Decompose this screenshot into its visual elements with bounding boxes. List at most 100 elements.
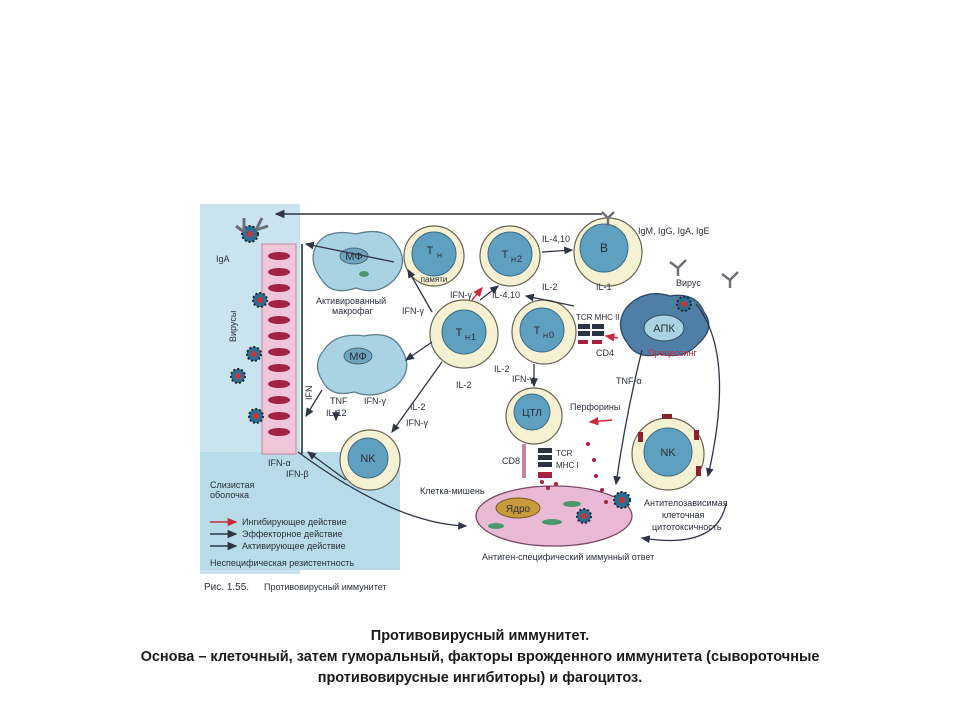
th0-sub2: 0: [549, 330, 554, 340]
caption-line-1: Противовирусный иммунитет.: [370, 628, 590, 644]
th-memory-sub: Н: [437, 253, 442, 260]
label-virus: Вирус: [676, 278, 701, 288]
label-nonspecific: Неспецифическая резистентность: [210, 558, 354, 568]
label-activated-2: макрофаг: [332, 306, 374, 316]
label-il-12: IL-12: [326, 408, 347, 418]
label-ifn-beta: IFN-β: [286, 469, 309, 479]
th2-sub2: 2: [517, 254, 522, 264]
target-nucleus-label: Ядро: [506, 504, 531, 515]
th1-label: Т: [456, 327, 463, 339]
target-cell: [475, 485, 633, 547]
label-adcc-3: цитотоксичность: [652, 522, 722, 532]
phagosome: [359, 271, 369, 277]
th0-sub: Н: [543, 333, 548, 340]
nk-left-label: NK: [360, 453, 376, 465]
virus-antibodies: [669, 259, 739, 288]
cell-label-mf-top: МФ: [345, 251, 362, 263]
b-label: В: [600, 241, 608, 255]
label-mucosa-1: Слизистая: [210, 480, 254, 490]
label-ifn-gamma-3: IFN-γ: [512, 374, 534, 384]
ctl-label: ЦТЛ: [522, 408, 542, 419]
nk-right-label: NK: [660, 447, 676, 459]
legend-activating: Активирующее действие: [242, 541, 346, 551]
label-il-4-10-b: IL-4,10: [492, 290, 520, 300]
label-ifn-gamma-5: IFN-γ: [406, 418, 428, 428]
label-ifn-gamma-1: IFN-γ: [450, 290, 472, 300]
th2-nucleus: [487, 231, 533, 277]
label-mhc-i: MHC I: [556, 461, 579, 470]
label-adcc-2: клеточная: [662, 510, 704, 520]
label-viruses: Вирусы: [228, 311, 238, 342]
th0-nucleus: [519, 307, 565, 353]
label-ig-classes: IgM, IgG, IgA, IgE: [638, 226, 710, 236]
target-virus: [576, 508, 592, 524]
th1-sub2: 1: [471, 332, 476, 342]
label-activated-1: Активированный: [316, 296, 386, 306]
nk-right-receptors: [638, 414, 701, 476]
label-il-4-10-a: IL-4,10: [542, 234, 570, 244]
label-ifn-gamma-2: IFN-γ: [402, 306, 424, 316]
label-processing: Процессинг: [648, 348, 698, 358]
th0-label: Т: [534, 325, 541, 337]
fig-caption-num: Рис. 1.55.: [204, 582, 249, 593]
label-il-2-b: IL-2: [494, 364, 510, 374]
macrophage-mid-nucleus: [343, 347, 373, 365]
label-adcc-1: Антителозависимая: [644, 498, 728, 508]
label-cd4: CD4: [596, 348, 614, 358]
label-il-2-c: IL-2: [456, 380, 472, 390]
label-ifn-vertical: IFN: [304, 386, 314, 401]
perforin-dots: [540, 442, 608, 504]
target-nucleus: [495, 497, 541, 519]
legend-effector: Эффекторное действие: [242, 529, 343, 539]
target-virus-2: [613, 491, 631, 509]
effect-arrows: [297, 241, 727, 544]
apk-label: АПК: [653, 323, 675, 335]
fig-caption-text: Противовирусный иммунитет: [264, 582, 387, 592]
label-antigen-specific: Антиген-специфический иммунный ответ: [482, 552, 654, 562]
label-tnf-alpha: TNF-α: [616, 376, 642, 386]
th1-nucleus: [441, 309, 487, 355]
th-memory-label: Т: [427, 245, 434, 257]
macrophage-middle: [316, 333, 408, 396]
nk-right-nucleus: [643, 427, 693, 477]
immune-diagram-figure: МФ Т Н памяти Т Н 2 В Т Н 1 Т Н 0 АПК: [196, 204, 756, 598]
apk-virus: [676, 296, 692, 312]
th2-label: Т: [502, 249, 509, 261]
legend-inhibiting: Ингибирующее действие: [242, 517, 347, 527]
caption-line-2: Основа – клеточный, затем гуморальный, ф…: [140, 649, 820, 665]
diagram-labels: IgA Вирусы Активированный макрофаг IFN-γ…: [210, 226, 728, 568]
label-il-1: IL-1: [596, 282, 612, 292]
target-organelles: [488, 501, 581, 529]
label-il-2-d: IL-2: [410, 402, 426, 412]
legend: Ингибирующее действие Эффекторное действ…: [210, 517, 347, 551]
label-mucosa-2: оболочка: [210, 490, 249, 500]
b-nucleus: [579, 223, 629, 273]
slide-caption: Противовирусный иммунитет. Основа – клет…: [60, 626, 900, 689]
th1-sub: Н: [465, 335, 470, 342]
label-ifn-gamma-4: IFN-γ: [364, 396, 386, 406]
th-memory-nucleus: [411, 231, 457, 277]
virus-particles: [230, 225, 268, 424]
th2-sub: Н: [511, 257, 516, 264]
immune-diagram-svg: МФ Т Н памяти Т Н 2 В Т Н 1 Т Н 0 АПК: [200, 204, 739, 593]
b-antibody: [601, 211, 615, 226]
label-tnf: TNF: [330, 396, 348, 406]
inhibit-arrows: [471, 286, 619, 426]
label-cd8: CD8: [502, 456, 520, 466]
th-memory-note: памяти: [421, 275, 448, 284]
label-tcr: TCR: [556, 449, 573, 458]
iga-antibodies: [235, 217, 269, 234]
tcr-mhc-ii-complex: [578, 324, 604, 344]
label-ifn-alpha: IFN-α: [268, 458, 291, 468]
cell-label-mf-mid: МФ: [349, 351, 366, 363]
cd8-tcr-mhc-i: [522, 444, 552, 478]
apk-nucleus: [643, 314, 685, 342]
label-tcr-mhc-ii: TCR MHC II: [576, 313, 620, 322]
label-target-cell: Клетка-мишень: [420, 486, 485, 496]
label-iga: IgA: [216, 254, 230, 264]
epithelium-column: [261, 243, 303, 455]
caption-line-3: противовирусные ингибиторы) и фагоцитоз.: [317, 670, 643, 686]
ctl-nucleus: [513, 393, 551, 431]
nk-left-nucleus: [347, 437, 389, 479]
label-il-2-a: IL-2: [542, 282, 558, 292]
